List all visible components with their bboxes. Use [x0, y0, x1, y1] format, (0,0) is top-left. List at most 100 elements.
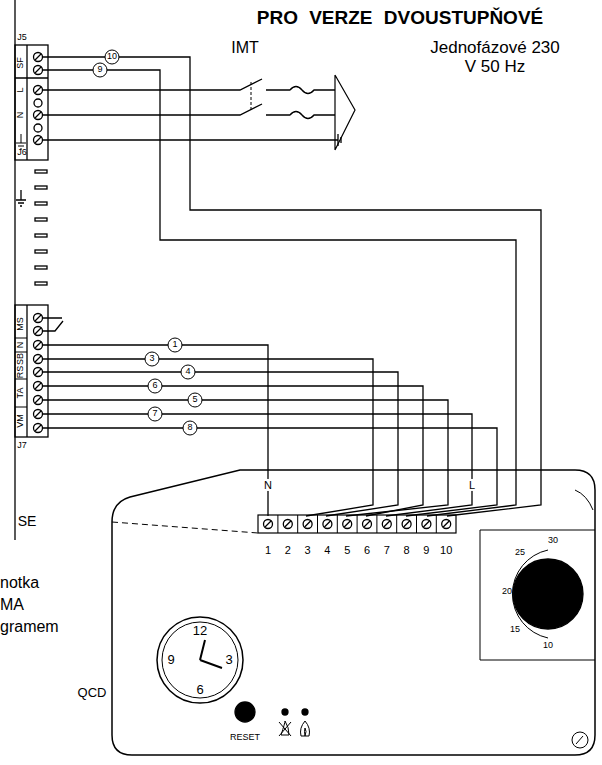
wire-number: 10	[107, 52, 117, 62]
screw-slot	[35, 87, 41, 93]
wire-number: 4	[185, 367, 190, 377]
terminal-screw	[34, 136, 43, 145]
terminal-screw	[34, 53, 43, 62]
wire-number: 7	[152, 409, 157, 419]
terminal-screw	[34, 66, 43, 75]
screw-slot	[35, 67, 41, 73]
terminal-label: L	[16, 87, 26, 92]
strip-divider	[277, 515, 278, 533]
scale-number: 10	[543, 641, 553, 651]
terminal-number: 6	[364, 544, 370, 556]
button-label: RESET	[230, 733, 260, 743]
terminal-screw	[34, 111, 43, 120]
screw-slot	[364, 521, 370, 527]
terminal-screw	[402, 520, 411, 529]
terminal-number: 2	[285, 544, 291, 556]
terminal-screw	[34, 314, 43, 323]
terminal-screw	[34, 368, 43, 377]
terminal-label: MS	[16, 317, 26, 331]
unit-name: MA	[0, 596, 24, 614]
connector-label: J5	[17, 33, 27, 43]
diagram-title: PRO VERZE DVOUSTUPŇOVÉ	[257, 8, 544, 29]
terminal-screw	[34, 327, 43, 336]
screw-slot	[344, 521, 350, 527]
terminal-screw	[323, 520, 332, 529]
wire-number: 1	[172, 340, 177, 350]
screw-slot	[384, 521, 390, 527]
connector-label: J7	[17, 441, 27, 451]
screw-slot	[285, 521, 291, 527]
terminal-number: 8	[404, 544, 410, 556]
terminal-number: 9	[423, 544, 429, 556]
part-label: IMT	[231, 39, 259, 57]
screw-slot	[35, 315, 41, 321]
unit-model: QCD	[78, 686, 107, 700]
screw-slot	[35, 356, 41, 362]
wire-number: 3	[149, 354, 154, 364]
screw-slot	[423, 521, 429, 527]
strip-divider	[396, 515, 397, 533]
terminal-screw	[34, 424, 43, 433]
screw-slot	[35, 369, 41, 375]
wire-number: 8	[187, 423, 192, 433]
terminal-screw	[283, 520, 292, 529]
wire-number: 5	[192, 395, 197, 405]
wire-function: N	[262, 479, 274, 491]
unit-name: gramem	[0, 618, 59, 636]
connector-label: J6	[17, 148, 27, 158]
terminal-screw	[34, 86, 43, 95]
strip-divider	[436, 515, 437, 533]
terminal-label: VM	[16, 414, 26, 428]
screw-slot	[35, 425, 41, 431]
terminal-number: 3	[305, 544, 311, 556]
strip-divider	[337, 515, 338, 533]
terminal-label: RS	[16, 366, 26, 379]
terminal-screw	[34, 382, 43, 391]
clock-number: 12	[193, 624, 207, 638]
terminal-label: N	[16, 342, 26, 349]
wire-number: 6	[152, 381, 157, 391]
clock-number: 6	[196, 683, 203, 697]
screw-slot	[35, 397, 41, 403]
terminal-number: 7	[384, 544, 390, 556]
terminal-label: N	[16, 112, 26, 119]
screw-slot	[404, 521, 410, 527]
scale-number: 20	[502, 587, 512, 597]
clock-number: 9	[167, 653, 174, 667]
terminal-screw	[442, 520, 451, 529]
terminal-screw	[343, 520, 352, 529]
terminal-screw	[303, 520, 312, 529]
screw-slot	[35, 328, 41, 334]
screw-slot	[35, 411, 41, 417]
terminal-screw	[382, 520, 391, 529]
terminal-screw	[34, 396, 43, 405]
empty-terminal	[34, 99, 42, 107]
terminal-label: SF	[16, 57, 26, 69]
strip-divider	[376, 515, 377, 533]
scale-number: 15	[510, 625, 520, 635]
terminal-screw	[422, 520, 431, 529]
strip-divider	[357, 515, 358, 533]
terminal-screw	[34, 410, 43, 419]
terminal-number: 1	[265, 544, 271, 556]
screw-slot	[35, 342, 41, 348]
strip-divider	[317, 515, 318, 533]
terminal-number: 10	[440, 544, 452, 556]
supply-label: Jednofázové 230 V 50 Hz	[430, 39, 560, 76]
terminal-screw	[363, 520, 372, 529]
screw-slot	[35, 54, 41, 60]
screw-slot	[443, 521, 449, 527]
terminal-screw	[34, 341, 43, 350]
terminal-screw	[34, 355, 43, 364]
screw-slot	[324, 521, 330, 527]
strip-divider	[297, 515, 298, 533]
screw-slot	[35, 112, 41, 118]
wire-function: L	[467, 479, 477, 491]
scale-number: 30	[548, 536, 558, 546]
strip-divider	[416, 515, 417, 533]
screw-slot	[35, 137, 41, 143]
unit-name: notka	[0, 574, 39, 592]
terminal-label: TA	[16, 388, 26, 399]
